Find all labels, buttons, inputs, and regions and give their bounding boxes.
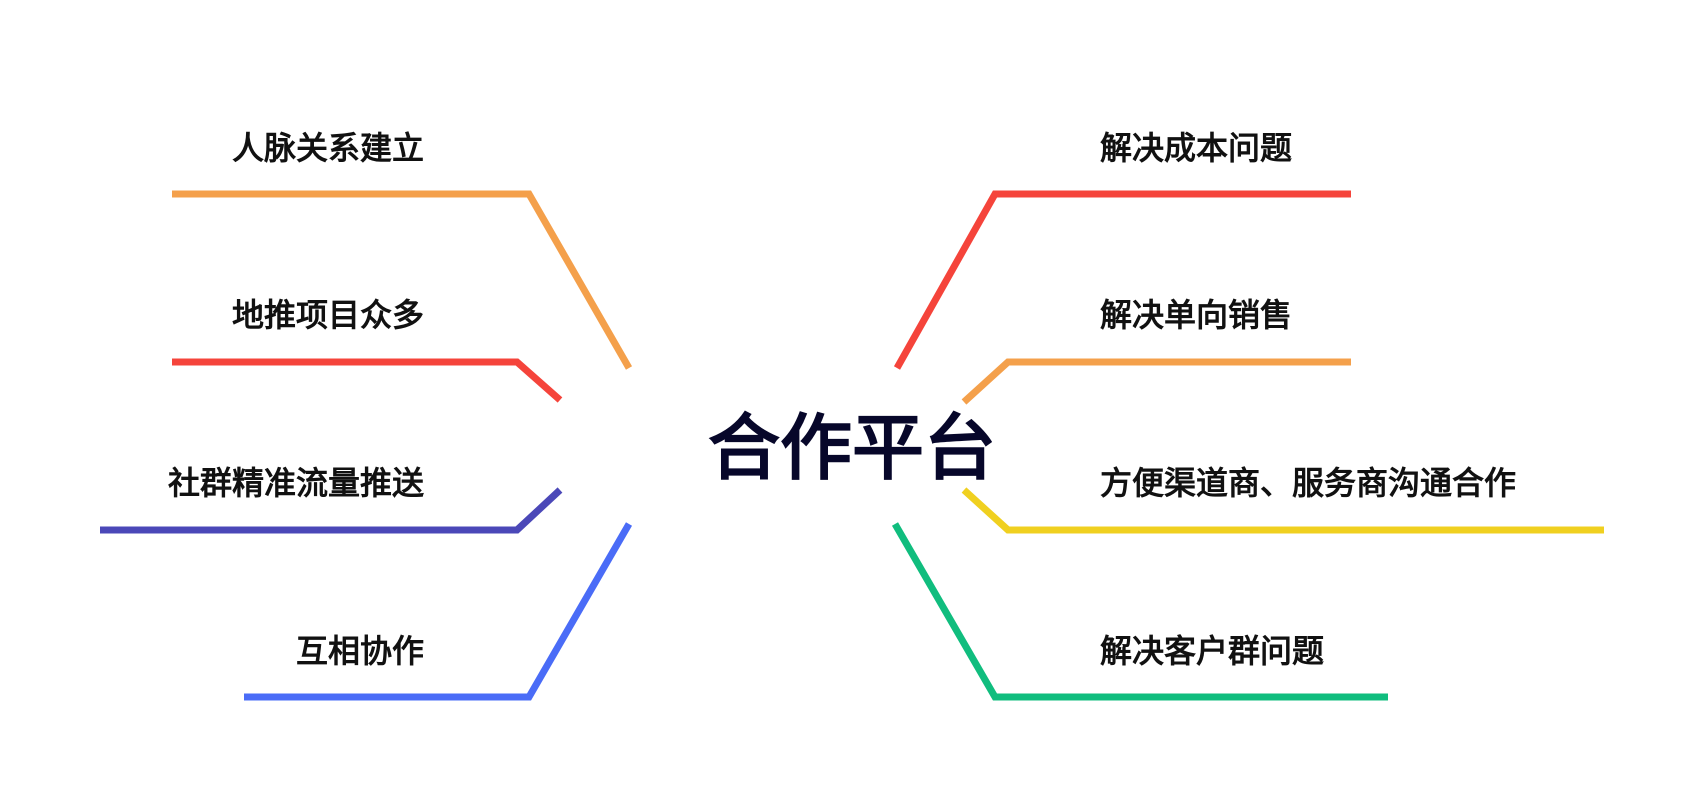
branch-line-right-1 <box>893 190 1351 370</box>
branch-line-left-1 <box>172 190 633 370</box>
branch-label-left-2: 地推项目众多 <box>231 296 424 334</box>
branch-label-left-3: 社群精准流量推送 <box>167 464 424 502</box>
branch-label-left-4: 互相协作 <box>295 632 424 670</box>
branch-label-right-2: 解决单向销售 <box>1100 296 1293 334</box>
branch-label-right-3: 方便渠道商、服务商沟通合作 <box>1100 464 1517 502</box>
branch-line-left-2 <box>172 358 563 403</box>
branch-line-right-3 <box>961 487 1604 534</box>
center-title: 合作平台 <box>707 406 996 490</box>
branch-label-right-4: 解决客户群问题 <box>1100 632 1325 670</box>
branch-line-right-2 <box>961 358 1351 405</box>
branch-line-left-3 <box>100 487 563 534</box>
branch-label-left-1: 人脉关系建立 <box>231 129 424 167</box>
branch-label-right-1: 解决成本问题 <box>1100 129 1293 167</box>
branch-line-right-4 <box>891 522 1388 701</box>
branch-line-left-4 <box>244 522 633 701</box>
